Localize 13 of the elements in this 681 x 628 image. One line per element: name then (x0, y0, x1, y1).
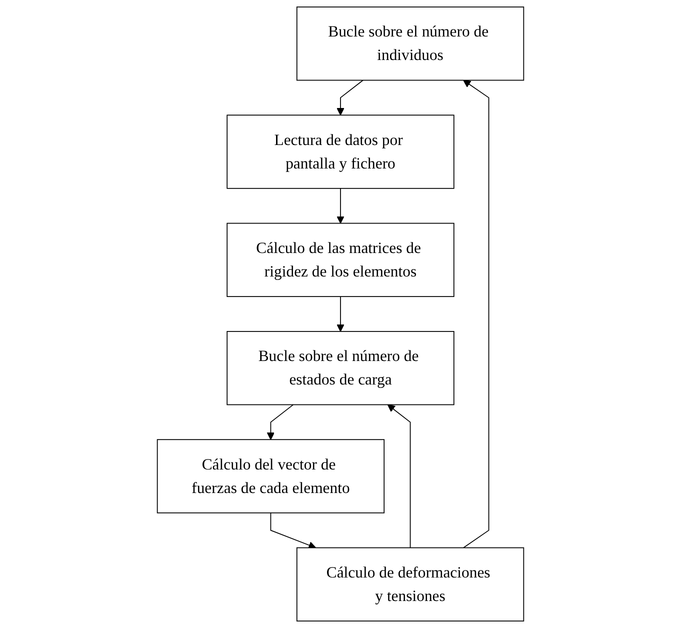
arrow (387, 404, 411, 548)
node-box: Cálculo de deformaciones y tensiones (296, 547, 524, 622)
arrow (336, 188, 344, 224)
node-box: Bucle sobre el número de individuos (296, 6, 524, 81)
node-box: Bucle sobre el número de estados de carga (226, 331, 454, 406)
arrow (336, 296, 344, 332)
arrow (270, 512, 316, 549)
node-box: Lectura de datos por pantalla y fichero (226, 114, 454, 189)
arrow (266, 404, 294, 440)
node-box: Cálculo de las matrices de rigidez de los elementos (226, 222, 454, 297)
arrow (336, 80, 364, 116)
node-box: Cálculo del vector de fuerzas de cada elemento (156, 439, 385, 514)
arrow (463, 80, 490, 548)
